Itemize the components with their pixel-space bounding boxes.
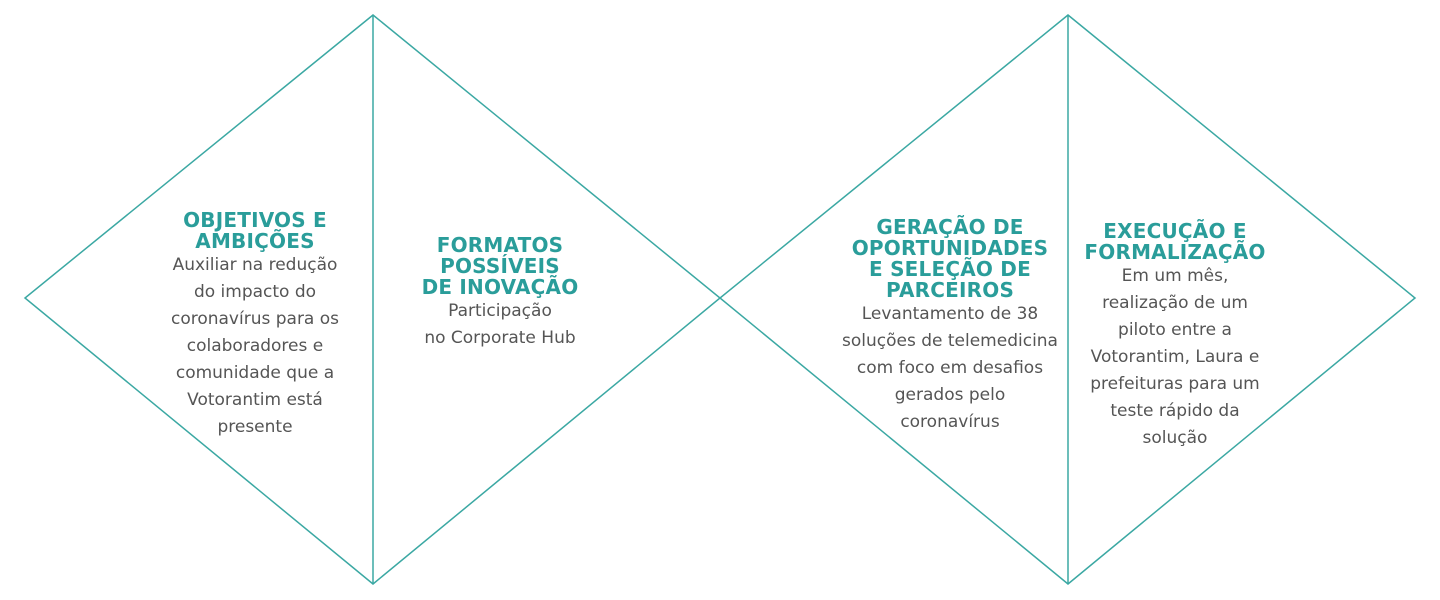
section-formatos: FORMATOS POSSÍVEIS DE INOVAÇÃO Participa… (390, 235, 610, 352)
section-title: OBJETIVOS E AMBIÇÕES (183, 208, 327, 253)
section-title: FORMATOS POSSÍVEIS DE INOVAÇÃO (421, 233, 579, 299)
section-objetivos: OBJETIVOS E AMBIÇÕES Auxiliar na redução… (140, 210, 370, 441)
section-title: EXECUÇÃO E FORMALIZAÇÃO (1084, 219, 1266, 264)
section-title: GERAÇÃO DE OPORTUNIDADES E SELEÇÃO DE PA… (851, 215, 1049, 302)
section-body: Em um mês, realização de um piloto entre… (1090, 266, 1260, 448)
section-body: Participação no Corporate Hub (424, 301, 576, 348)
section-body: Levantamento de 38 soluções de telemedic… (842, 304, 1058, 432)
section-execucao: EXECUÇÃO E FORMALIZAÇÃO Em um mês, reali… (1075, 221, 1275, 452)
section-geracao: GERAÇÃO DE OPORTUNIDADES E SELEÇÃO DE PA… (830, 217, 1070, 436)
section-body: Auxiliar na redução do impacto do corona… (170, 255, 340, 437)
